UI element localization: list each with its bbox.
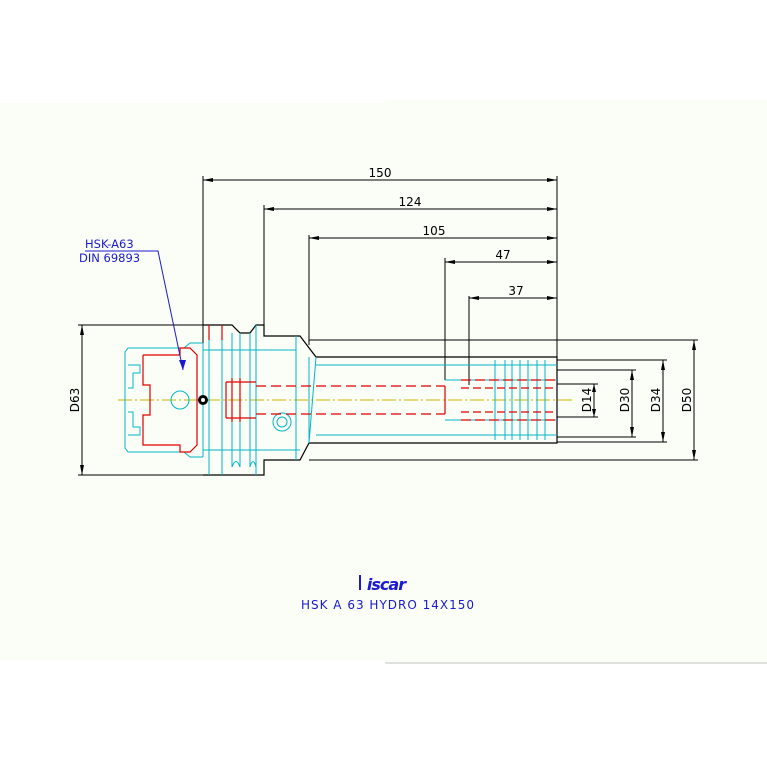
brand-logo: iscar <box>359 575 408 594</box>
dimension-arrows <box>80 178 696 475</box>
dim-124-label: 124 <box>399 195 422 209</box>
callout-line2: DIN 69893 <box>79 251 140 265</box>
sheet-panel <box>0 100 767 663</box>
callout-leader <box>85 250 184 371</box>
dimension-labels: 150 124 105 47 37 D63 D14 D30 D34 D50 <box>68 166 694 412</box>
dim-d34-label: D34 <box>649 388 663 413</box>
callout-arrow <box>179 360 186 370</box>
dim-d50-label: D50 <box>680 388 694 413</box>
callout-line1: HSK-A63 <box>85 237 134 251</box>
gauge-point-center <box>201 398 205 402</box>
drawing-title: HSK A 63 HYDRO 14X150 <box>301 598 475 612</box>
holder-outline <box>203 324 558 476</box>
dim-105-label: 105 <box>423 224 446 238</box>
hidden-lines <box>142 325 557 453</box>
dim-d63-label: D63 <box>68 388 82 413</box>
iscar-logo: iscar <box>367 575 407 594</box>
hsk-callout: HSK-A63 DIN 69893 <box>79 237 186 371</box>
dim-d14-label: D14 <box>580 388 594 413</box>
dim-37-label: 37 <box>508 284 523 298</box>
dim-47-label: 47 <box>495 248 510 262</box>
dim-150-label: 150 <box>369 166 392 180</box>
dim-d30-label: D30 <box>618 388 632 413</box>
dimension-lines <box>78 176 698 476</box>
